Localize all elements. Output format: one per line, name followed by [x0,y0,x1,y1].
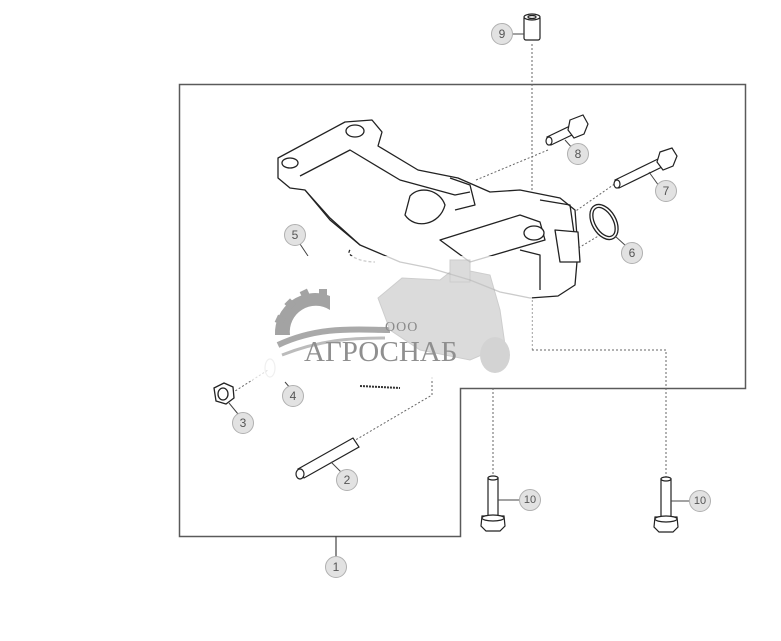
part-10-bolt-right [653,476,679,533]
callout-6[interactable]: 6 [621,242,643,264]
callout-4[interactable]: 4 [282,385,304,407]
part-8-bolt [545,114,589,146]
part-6-o-ring [589,203,619,241]
callout-1[interactable]: 1 [325,556,347,578]
watermark-prefix: ООО [385,320,419,335]
callout-10-right[interactable]: 10 [689,490,711,512]
callout-10-left[interactable]: 10 [519,489,541,511]
assembly-frame [178,83,747,538]
callout-8[interactable]: 8 [567,143,589,165]
part-7-bolt [613,147,678,189]
callout-9[interactable]: 9 [491,23,513,45]
callout-2[interactable]: 2 [336,469,358,491]
callout-7[interactable]: 7 [655,180,677,202]
callout-3[interactable]: 3 [232,412,254,434]
part-10-bolt-left [480,475,506,532]
part-3-nut [213,382,235,405]
part-9-sleeve [523,13,541,41]
watermark-logo [247,256,532,380]
part-2-pin [295,437,360,480]
callout-5[interactable]: 5 [284,224,306,246]
watermark-name: АГРОСНАБ [304,336,458,368]
gear-segment [359,385,401,389]
